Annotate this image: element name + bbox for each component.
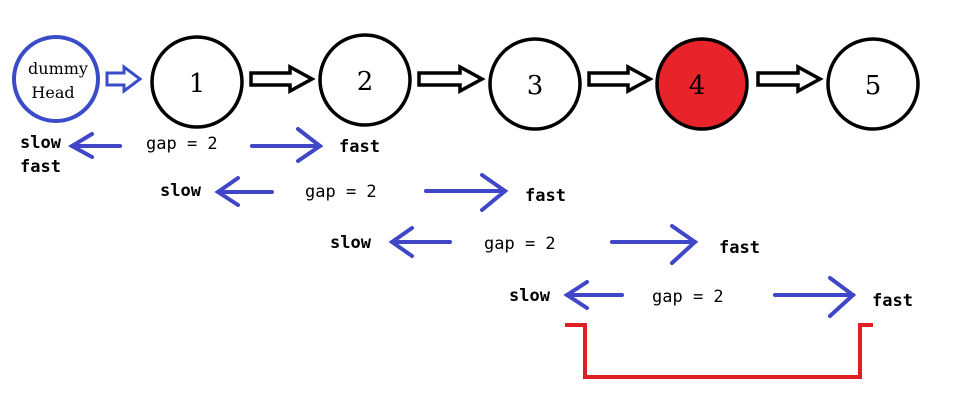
dummy-head-circle [12, 35, 100, 123]
right-arrow [610, 224, 699, 265]
step-2: slow gap = 2 fast [160, 173, 566, 212]
left-arrow [388, 226, 452, 258]
node-circle [318, 33, 412, 127]
node-circle [826, 37, 920, 131]
fast-label: fast [719, 238, 760, 258]
node-value: 5 [865, 71, 882, 101]
gap-label: gap = 2 [652, 287, 724, 307]
node3-to-node4-arrow [587, 64, 654, 94]
gap-label: gap = 2 [146, 134, 218, 154]
node4-to-node5-arrow [756, 64, 824, 94]
list-node-4: 4 [655, 37, 749, 131]
dummy-head-label-line1: dummy [28, 59, 88, 78]
left-arrow [563, 280, 624, 310]
node-value: 3 [527, 71, 544, 101]
list-node-2: 2 [318, 33, 412, 127]
dummy-to-node1-arrow [105, 64, 143, 94]
step-4: slow gap = 2 fast [509, 276, 913, 318]
slow-label: slow [160, 181, 202, 201]
list-node-5: 5 [826, 37, 920, 131]
step-3: slow gap = 2 fast [330, 224, 760, 265]
node2-to-node3-arrow [417, 64, 486, 94]
node1-to-node2-arrow [249, 64, 316, 94]
red-bracket [565, 323, 873, 379]
slow-label: slow [20, 133, 62, 153]
left-arrow [67, 132, 122, 159]
fast-label-start: fast [20, 157, 61, 177]
fast-label: fast [872, 291, 913, 311]
dummy-head-node: dummy Head [12, 35, 100, 123]
gap-label: gap = 2 [305, 182, 377, 202]
node-value: 2 [357, 67, 374, 97]
slow-label: slow [330, 233, 372, 253]
gap-label: gap = 2 [484, 234, 556, 254]
fast-label: fast [339, 137, 380, 157]
list-node-1: 1 [150, 35, 244, 129]
left-arrow [214, 176, 274, 207]
node-circle [655, 37, 749, 131]
step-1: slow fast gap = 2 fast [20, 127, 380, 177]
slow-label: slow [509, 286, 551, 306]
right-arrow [773, 276, 857, 318]
right-arrow [250, 127, 324, 163]
node-value: 4 [689, 71, 706, 101]
list-node-3: 3 [488, 37, 582, 131]
node-value: 1 [189, 69, 206, 99]
right-arrow [424, 173, 509, 212]
dummy-head-label-line2: Head [31, 83, 74, 102]
node-circle [150, 35, 244, 129]
fast-label: fast [525, 186, 566, 206]
node-circle [488, 37, 582, 131]
